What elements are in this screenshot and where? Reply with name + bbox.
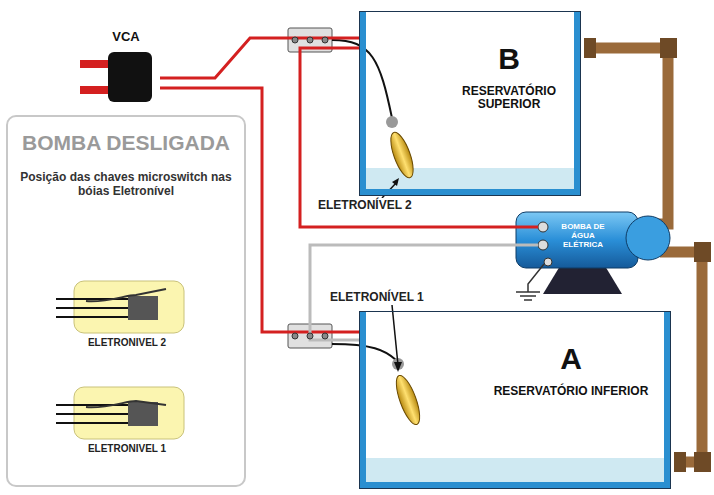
upper-reservoir-text: B: [452, 42, 566, 77]
water: [366, 168, 574, 189]
upper-reservoir: B RESERVATÓRIO SUPERIOR: [360, 12, 580, 195]
pump-head: [626, 216, 670, 260]
pump-stand: [543, 266, 622, 294]
pipe-fitting: [660, 38, 677, 58]
switch-state: ELETRONIVEL 1: [56, 383, 198, 469]
float-switch: [392, 373, 425, 427]
part-label: ELETRONÍVEL 2: [316, 198, 414, 212]
pump-body: [516, 212, 638, 268]
ground-symbol: [524, 299, 532, 301]
terminal: [544, 258, 552, 266]
microswitch-symbol: [56, 383, 196, 443]
plug-prong: [80, 86, 112, 94]
wire: [512, 226, 538, 229]
terminal-screw: [292, 333, 298, 339]
legend-panel: BOMBA DESLIGADA Posição das chaves micros…: [6, 115, 246, 487]
lower-reservoir: A RESERVATÓRIO INFERIOR: [360, 312, 670, 488]
leader-arrow: [394, 362, 402, 372]
plug: VCA: [92, 30, 160, 52]
wire: [160, 38, 360, 78]
leader-line: [392, 305, 398, 365]
switch-state-text: ELETRONIVEL 2: [56, 337, 198, 349]
terminal-screw: [307, 333, 313, 339]
plug-text: VCA: [92, 30, 160, 45]
pump: BOMBA DE ÁGUA ELÉTRICA: [512, 213, 614, 267]
leader-arrow: [392, 178, 399, 186]
wire: [310, 245, 512, 340]
terminal-screw: [292, 37, 298, 43]
switch-state: ELETRONIVEL 2: [56, 277, 198, 363]
pipe-fitting: [584, 38, 596, 58]
terminal: [538, 222, 548, 232]
pump-text: BOMBA DE ÁGUA ELÉTRICA: [556, 222, 610, 250]
legend-panel-text: Posição das chaves microswitch nas bóias…: [20, 171, 232, 199]
terminal-screw: [322, 37, 328, 43]
wire: [512, 244, 538, 247]
pipe: [584, 48, 668, 224]
wire: [300, 48, 512, 227]
ground-symbol: [516, 291, 540, 293]
terminal: [538, 240, 548, 250]
plug-prong: [80, 60, 112, 68]
switch-state-text: ELETRONIVEL 1: [56, 443, 198, 455]
lower-reservoir-text: A: [486, 342, 656, 377]
upper-reservoir-text: RESERVATÓRIO SUPERIOR: [452, 85, 566, 113]
water: [366, 458, 664, 482]
pipe-fitting: [694, 242, 711, 262]
ground-wire: [528, 264, 544, 292]
terminal-screw: [322, 333, 328, 339]
float-weight: [386, 116, 398, 128]
pipe-fitting: [694, 452, 711, 472]
legend-panel-text: BOMBA DESLIGADA: [20, 131, 232, 155]
plug-body: [108, 52, 152, 102]
float-switch: [386, 130, 417, 181]
terminal-screw: [307, 37, 313, 43]
pipe-fitting: [674, 452, 686, 472]
lower-reservoir-text: RESERVATÓRIO INFERIOR: [486, 385, 656, 399]
ground-symbol: [520, 295, 536, 297]
part-label: ELETRONÍVEL 1: [328, 290, 426, 304]
microswitch-symbol: [56, 277, 196, 337]
